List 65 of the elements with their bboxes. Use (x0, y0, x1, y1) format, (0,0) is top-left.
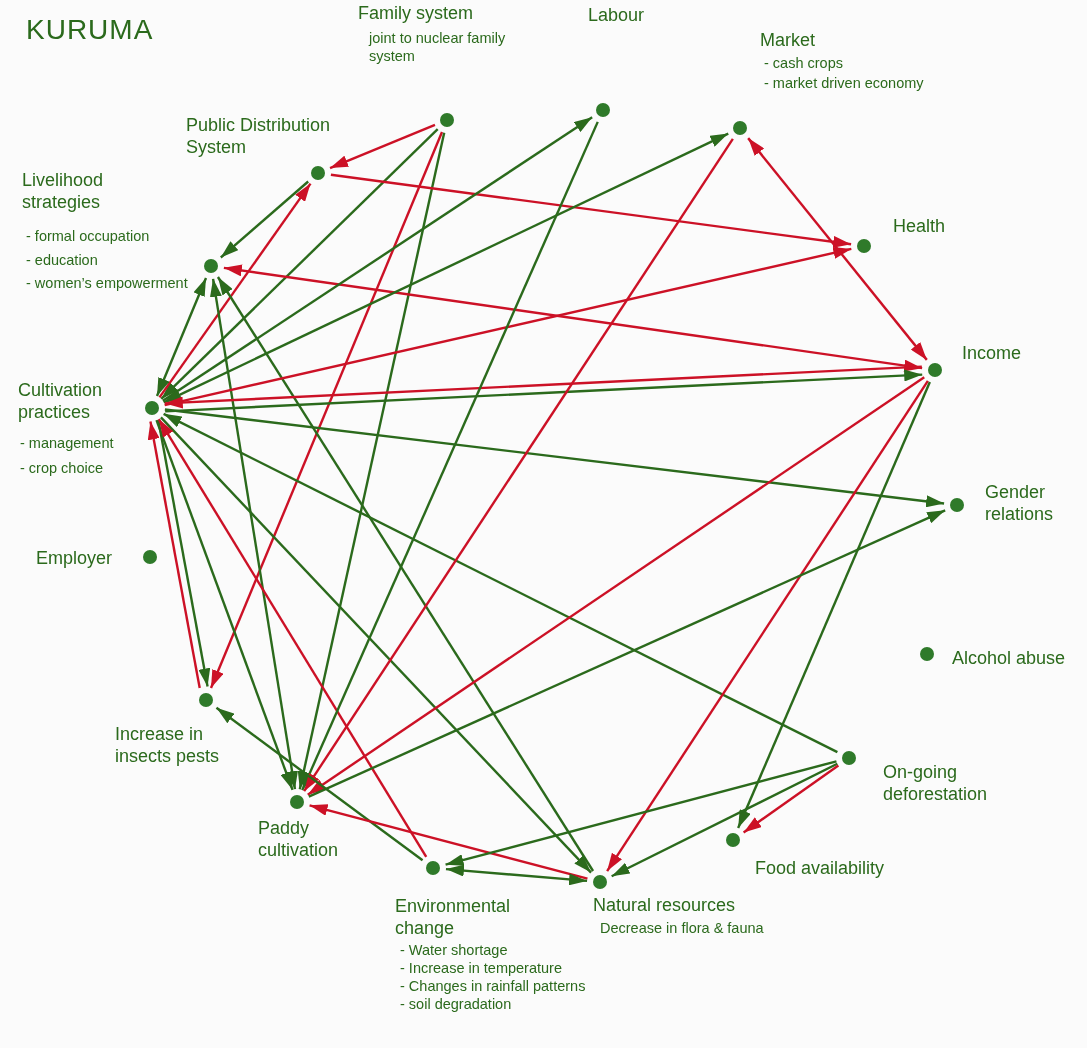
arrow (297, 132, 446, 790)
arrow (220, 180, 309, 259)
node-note: - Increase in temperature (400, 960, 563, 978)
arrow (216, 276, 595, 872)
arrow (209, 131, 444, 689)
node-note: - soil degradation (400, 996, 513, 1014)
arrow (330, 173, 852, 248)
node-label: Natural resources (593, 895, 737, 917)
arrow (307, 376, 925, 796)
arrow (157, 418, 428, 858)
node-label: Income (962, 343, 1023, 365)
node-note: - cash crops (764, 55, 844, 73)
arrow (163, 412, 838, 754)
arrow (157, 419, 211, 687)
arrow (445, 760, 837, 866)
arrow (611, 762, 838, 878)
arrow (329, 123, 436, 170)
arrow (606, 380, 929, 872)
node-label: Market (760, 30, 816, 52)
node-label: Health (893, 216, 947, 238)
arrow (163, 132, 729, 404)
diagram-title: KURUMA (26, 14, 154, 46)
node-label: Livelihood strategies (22, 170, 105, 214)
arrow (147, 421, 201, 689)
arrow (301, 121, 599, 791)
arrow (215, 706, 424, 862)
node-label: Employer (36, 548, 114, 570)
arrow (223, 264, 923, 372)
node-note: - crop choice (20, 460, 104, 478)
node-label: Public Distribution System (186, 115, 332, 159)
arrow (162, 116, 593, 402)
node-note: - market driven economy (764, 75, 925, 93)
arrow (155, 419, 294, 791)
arrow (308, 509, 946, 798)
arrow (164, 408, 945, 508)
node-label: Alcohol abuse (952, 648, 1067, 670)
node-label: Increase in insects pests (115, 724, 221, 768)
arrow (210, 278, 298, 790)
arrow (155, 277, 208, 397)
arrow (742, 764, 840, 834)
node-note: Decrease in flora & fauna (600, 920, 765, 938)
arrow (309, 804, 588, 880)
node-label: On-going deforestation (883, 762, 989, 806)
node-note: joint to nuclear family system (369, 30, 507, 66)
arrow (737, 381, 931, 829)
node-label: Gender relations (985, 482, 1055, 526)
arrow (160, 416, 592, 874)
arrow (303, 138, 734, 792)
node-note: - education (26, 252, 99, 270)
node-note: - Changes in rainfall patterns (400, 978, 587, 996)
node-label: Family system (358, 3, 474, 25)
node-label: Labour (588, 5, 646, 27)
node-note: - formal occupation (26, 228, 151, 246)
arrow (164, 247, 852, 407)
arrow (445, 864, 588, 886)
arrow (747, 137, 928, 361)
node-note: - Water shortage (400, 942, 509, 960)
arrow (160, 128, 439, 400)
node-label: Paddy cultivation (258, 818, 340, 862)
node-note: - women’s empowerment (26, 275, 189, 293)
node-label: Environmental change (395, 896, 512, 940)
node-label: Cultivation practices (18, 380, 104, 424)
node-note: - management (20, 435, 115, 453)
node-label: Food availability (755, 858, 886, 880)
arrow (158, 182, 312, 399)
